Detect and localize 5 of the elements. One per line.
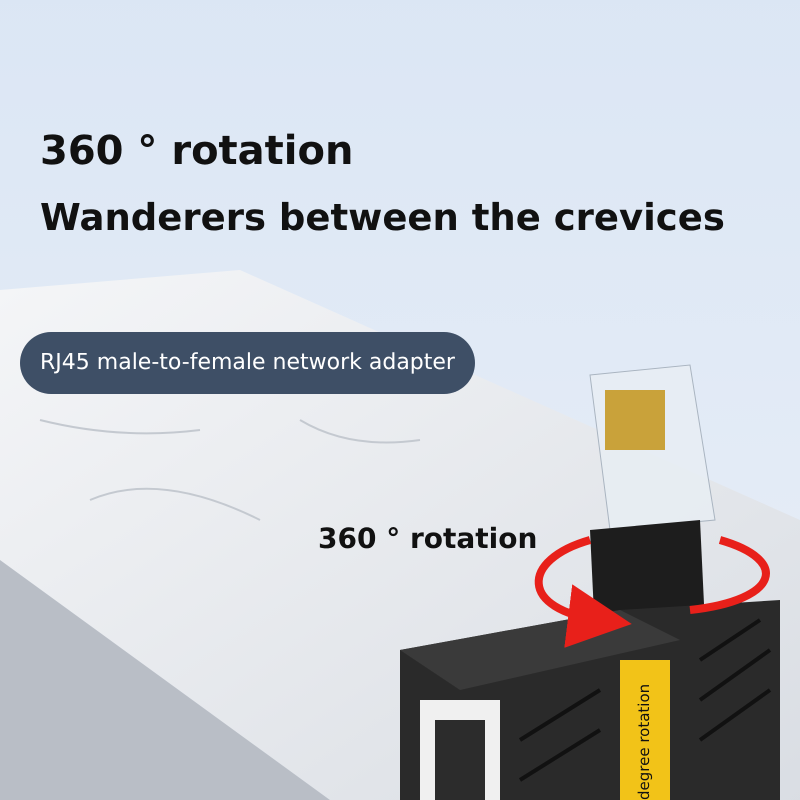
- headline: 360 ° rotation: [40, 128, 354, 174]
- headline: Wanderers between the crevices: [40, 196, 725, 239]
- label-pill: RJ45 male-to-female network adapter: [20, 332, 475, 394]
- callout-text: 360 ° rotation: [318, 522, 538, 555]
- product-print-text: degree rotation: [635, 684, 653, 800]
